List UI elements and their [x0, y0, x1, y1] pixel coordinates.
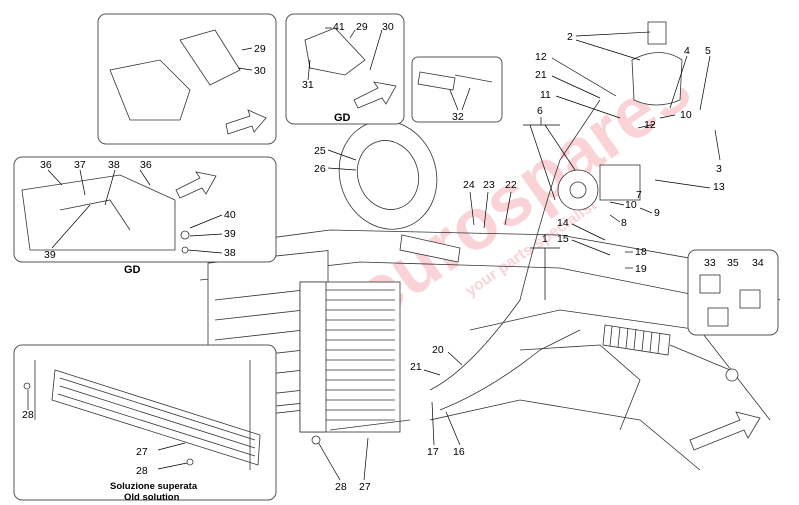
inset-left-middle-arrow [175, 171, 217, 199]
callout-16: 16 [453, 446, 465, 458]
callout-41: 41 [333, 21, 345, 33]
inset-top-left-frame [97, 13, 277, 145]
callout-1: 1 [542, 233, 548, 245]
callout-23: 23 [483, 179, 495, 191]
tie-rod-end [725, 368, 739, 382]
inset-old-solution: 28 27 28 Soluzione superata Old solution [13, 344, 277, 503]
callout-19: 19 [635, 263, 647, 275]
callout-37: 37 [74, 159, 86, 171]
callout-40: 40 [224, 209, 236, 221]
inset-left-middle: 36 37 38 36 40 39 38 39 GD [13, 156, 277, 276]
steering-rack-boot [602, 324, 671, 356]
callout-35: 35 [727, 257, 739, 269]
callout-15: 15 [557, 233, 569, 245]
callout-32: 32 [452, 111, 464, 123]
inset-top-middle-arrow [353, 81, 397, 109]
pump-pulley [557, 169, 599, 211]
inner-boot [399, 234, 461, 263]
callout-20: 20 [432, 344, 444, 356]
reservoir [631, 52, 683, 106]
callout-7: 7 [636, 189, 642, 201]
callout-31: 31 [302, 79, 314, 91]
callout-4: 4 [684, 45, 690, 57]
callout-9: 9 [654, 207, 660, 219]
group-label-gd-top: GD [334, 112, 351, 124]
callout-21-a: 21 [535, 69, 547, 81]
callout-10-b: 10 [625, 199, 637, 211]
callout-28-old-a: 28 [22, 409, 34, 421]
direction-arrow [689, 411, 761, 451]
inset-boot-frame [411, 56, 503, 123]
callout-28-main: 28 [335, 481, 347, 493]
callout-12-b: 12 [644, 119, 656, 131]
callout-28-old-b: 28 [136, 465, 148, 477]
power-steering-pump [599, 164, 641, 201]
callout-17: 17 [427, 446, 439, 458]
callout-24: 24 [463, 179, 475, 191]
callout-39-b: 39 [44, 249, 56, 261]
callout-2: 2 [567, 31, 573, 43]
callout-26: 26 [314, 163, 326, 175]
callout-18: 18 [635, 246, 647, 258]
callout-34: 34 [752, 257, 764, 269]
callout-12-a: 12 [535, 51, 547, 63]
main-callouts: 2 4 5 12 21 11 6 12 10 3 13 25 26 24 23 … [311, 31, 725, 493]
callout-27-old: 27 [136, 446, 148, 458]
inset-top-left-arrow [225, 109, 267, 135]
callout-36-b: 36 [140, 159, 152, 171]
callout-36-a: 36 [40, 159, 52, 171]
callout-38-b: 38 [224, 247, 236, 259]
callout-3: 3 [716, 163, 722, 175]
inset-top-left: 29 30 [97, 13, 277, 145]
reservoir-cap [647, 21, 667, 45]
callout-38-a: 38 [108, 159, 120, 171]
callout-30-inset-a: 30 [254, 65, 266, 77]
callout-10-a: 10 [680, 109, 692, 121]
callout-8: 8 [621, 217, 627, 229]
callout-29-inset-a: 29 [254, 43, 266, 55]
caption-line2: Old solution [124, 492, 180, 503]
callout-22: 22 [505, 179, 517, 191]
callout-39-a: 39 [224, 228, 236, 240]
group-label-gd-left: GD [124, 264, 141, 276]
callout-6: 6 [537, 105, 543, 117]
inset-top-middle: 41 29 30 31 GD [285, 13, 405, 125]
callout-30-inset-b: 30 [382, 21, 394, 33]
callout-5: 5 [705, 45, 711, 57]
caption-line1: Soluzione superata [110, 481, 198, 492]
inset-boot-detail: 32 [411, 56, 503, 123]
callout-27-main: 27 [359, 481, 371, 493]
callout-11: 11 [540, 89, 551, 101]
inset-pads: 33 35 34 [687, 249, 779, 336]
callout-14: 14 [557, 217, 569, 229]
callout-21-b: 21 [410, 361, 422, 373]
callout-25: 25 [314, 145, 326, 157]
callout-29-inset-b: 29 [356, 21, 368, 33]
callout-33: 33 [704, 257, 716, 269]
callout-13: 13 [713, 181, 725, 193]
